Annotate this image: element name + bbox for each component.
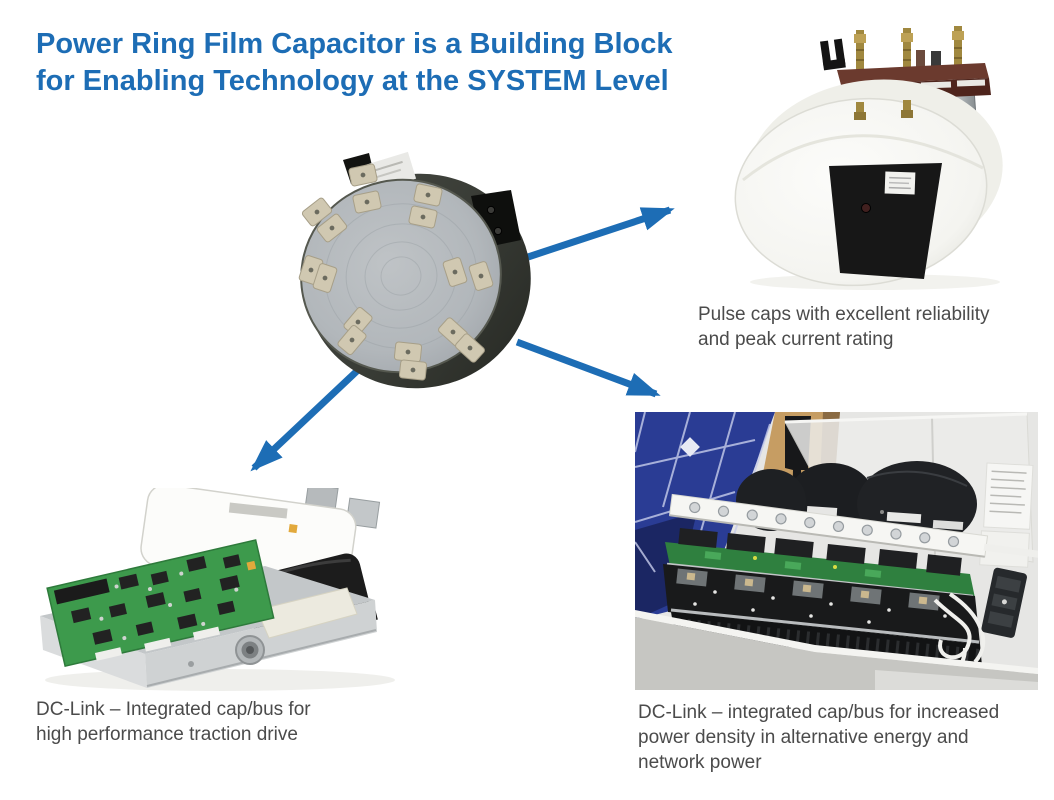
module-frame (256, 587, 358, 639)
terminal-tabs (298, 163, 494, 381)
gate-driver-pcb (46, 539, 275, 667)
page-title: Power Ring Film Capacitor is a Building … (36, 26, 673, 100)
inverter-assembly (663, 528, 982, 666)
terminal-studs (854, 26, 964, 74)
power-ring-capacitor-art (298, 151, 531, 389)
face-panel (829, 163, 942, 279)
caption-traction-line-1: DC-Link – Integrated cap/bus for (36, 699, 311, 720)
arrow-to-traction-module (250, 368, 360, 472)
arrow-to-energy-photo (515, 338, 661, 398)
pulse-capacitor-art (734, 26, 1003, 290)
energy-display-photo (635, 412, 1038, 690)
power-ring-capacitor-image (285, 148, 550, 403)
busbar-rail (668, 493, 1038, 560)
energy-display-art (635, 412, 1038, 690)
caption-traction-drive: DC-Link – Integrated cap/bus for high pe… (36, 697, 366, 747)
caption-pulse-line-2: and peak current rating (698, 329, 894, 350)
title-line-2: for Enabling Technology at the SYSTEM Le… (36, 65, 669, 97)
stud-nuts-below (854, 100, 913, 120)
end-bracket (820, 38, 941, 71)
caption-energy-line-1: DC-Link – integrated cap/bus for increas… (638, 702, 1000, 723)
title-line-1: Power Ring Film Capacitor is a Building … (36, 28, 673, 60)
caption-energy-line-3: network power (638, 752, 762, 773)
display-table (635, 610, 1038, 690)
traction-module-image (25, 488, 425, 695)
igbt-module-sample (981, 567, 1027, 638)
traction-module-art (40, 488, 395, 691)
soft-shadow (45, 669, 395, 691)
caption-pulse-line-1: Pulse caps with excellent reliability (698, 304, 990, 325)
caption-alternative-energy: DC-Link – integrated cap/bus for increas… (638, 700, 1048, 775)
caption-energy-line-2: power density in alternative energy and (638, 727, 969, 748)
caption-traction-line-2: high performance traction drive (36, 724, 298, 745)
pulse-capacitor-image (725, 20, 1043, 295)
caption-pulse-caps: Pulse caps with excellent reliability an… (698, 302, 1043, 352)
arrow-to-pulse-caps (526, 206, 675, 261)
